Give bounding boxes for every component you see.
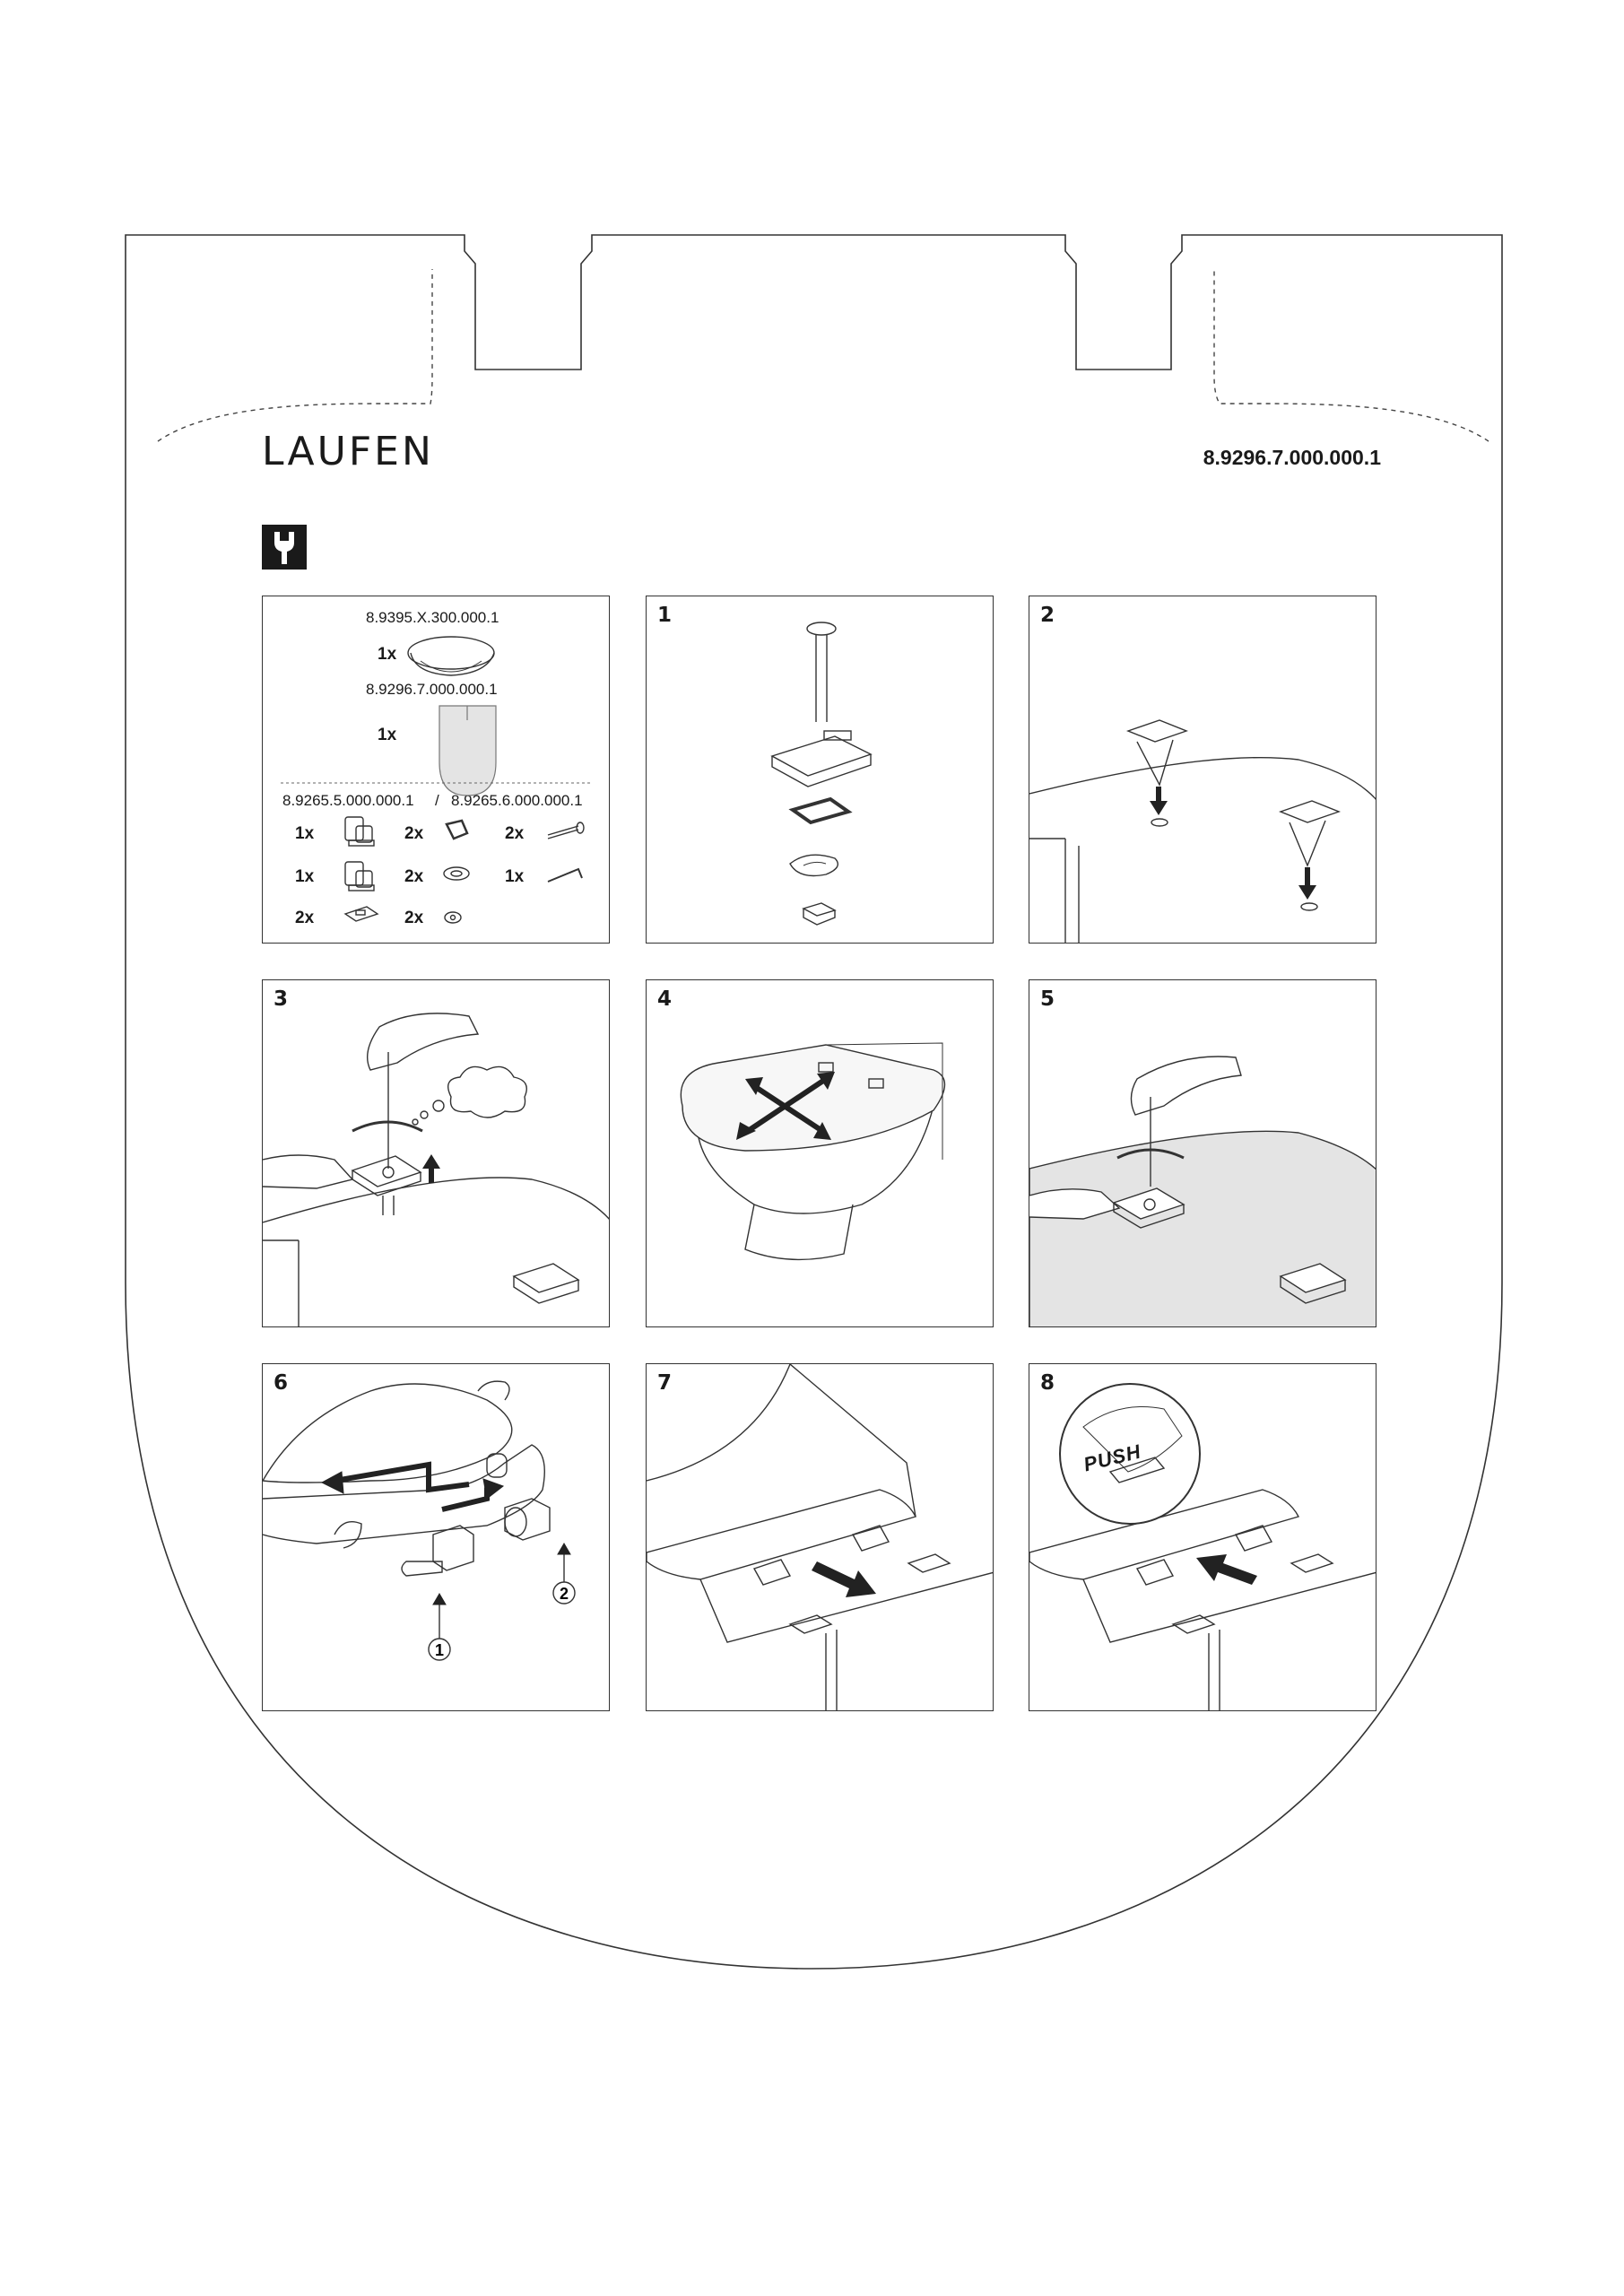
rotate-arrow-icon <box>1116 1148 1185 1160</box>
mounting-fixture-left <box>1125 719 1189 743</box>
allen-key-icon <box>547 867 583 883</box>
washer <box>789 854 838 877</box>
rotate-arrow-icon <box>352 1120 423 1133</box>
washer-icon <box>443 866 470 881</box>
item-qty: 2x <box>295 909 315 927</box>
cover-code: 8.9296.7.000.000.1 <box>366 681 498 698</box>
plate-right <box>1290 1553 1334 1573</box>
cover-qty: 1x <box>378 726 397 744</box>
step-1-illustration <box>770 622 873 926</box>
hinge-left <box>1135 1559 1175 1586</box>
plate-left <box>788 1614 833 1634</box>
hinge-right <box>851 1525 890 1552</box>
seat-and-cover-icon <box>407 636 495 676</box>
seat-qty: 1x <box>378 645 397 664</box>
step-3-illustration <box>263 1013 609 1326</box>
item-qty: 1x <box>505 867 525 886</box>
kit-code-b: 8.9265.6.000.000.1 <box>451 792 583 809</box>
step-8-panel: 8 PUSH <box>1029 1363 1376 1711</box>
marker-1: 1 <box>435 1641 444 1659</box>
toilet-surface <box>1029 757 1376 800</box>
hand-lower <box>1029 1188 1121 1220</box>
hinge-part-1 <box>432 1525 474 1571</box>
nut <box>802 902 837 917</box>
step-number: 4 <box>657 987 673 1011</box>
gasket-icon <box>445 819 469 840</box>
toilet-surface-shaded <box>1029 1130 1376 1326</box>
mounting-plate-detail <box>512 1263 580 1293</box>
step-number: 2 <box>1040 604 1055 627</box>
item-qty: 2x <box>404 909 424 927</box>
hinge-left <box>752 1559 792 1586</box>
hinge-right-icon <box>344 861 375 891</box>
step-8-illustration <box>1029 1383 1376 1710</box>
step-number: 5 <box>1040 987 1055 1011</box>
arrow-push-icon <box>1196 1554 1257 1585</box>
nut-icon <box>444 911 462 924</box>
hand-upper <box>367 1013 480 1071</box>
seat-cover-shape-icon <box>439 705 497 796</box>
step-4-panel: 4 <box>646 979 994 1327</box>
step-number: 8 <box>1040 1371 1055 1395</box>
hand-lower <box>263 1154 354 1189</box>
parts-list-panel: 8.9395.X.300.000.1 1x 8.9296.7.000.000.1… <box>262 596 610 944</box>
mounting-plate <box>351 1155 422 1187</box>
step-5-panel: 5 <box>1029 979 1376 1327</box>
parts-illustration <box>281 636 593 924</box>
step-number: 3 <box>274 987 289 1011</box>
arrow-pull-icon <box>812 1561 876 1597</box>
hinge-right <box>1234 1525 1273 1552</box>
plate-right <box>907 1553 951 1573</box>
down-arrow-icon <box>1150 787 1316 900</box>
seat-underside <box>263 1444 545 1544</box>
item-qty: 1x <box>295 867 315 886</box>
step-number: 7 <box>657 1371 673 1395</box>
item-qty: 2x <box>404 867 424 886</box>
laufen-logo: LAUFEN <box>262 429 434 474</box>
thought-bubble <box>447 1065 527 1118</box>
step-3-panel: 3 <box>262 979 610 1327</box>
step-7-illustration <box>647 1364 993 1710</box>
bolt-icon <box>547 822 585 839</box>
mounting-plate-icon <box>343 906 379 922</box>
gasket <box>788 796 853 825</box>
plate-left <box>1171 1614 1216 1634</box>
product-code: 8.9296.7.000.000.1 <box>1203 446 1381 469</box>
step-6-illustration: 1 2 <box>263 1380 576 1661</box>
seat-code: 8.9395.X.300.000.1 <box>366 609 499 626</box>
step-4-illustration <box>680 1042 946 1261</box>
wrench-icon <box>262 525 307 570</box>
bolt-shaft <box>815 634 828 722</box>
toilet-lid <box>680 1044 946 1152</box>
item-qty: 2x <box>404 824 424 843</box>
arrow-left-icon <box>334 1461 470 1493</box>
toilet-bowl <box>696 1096 934 1214</box>
hinge-part-2 <box>504 1498 551 1541</box>
hinge-pin <box>401 1561 443 1577</box>
marker-2: 2 <box>560 1585 569 1603</box>
item-qty: 2x <box>505 824 525 843</box>
kit-code-a: 8.9265.5.000.000.1 <box>282 792 414 809</box>
step-5-illustration <box>1029 1056 1376 1326</box>
bolt-head <box>806 622 837 636</box>
up-arrow-icon <box>422 1154 440 1183</box>
step-2-illustration <box>1029 719 1376 943</box>
item-qty: 1x <box>295 824 315 843</box>
hinge-left-icon <box>344 816 375 847</box>
mounting-fixture-right <box>1278 800 1342 823</box>
hand-upper <box>1130 1056 1242 1116</box>
step-number: 1 <box>657 604 673 627</box>
step-2-panel: 2 <box>1029 596 1376 944</box>
move-arrows-icon <box>743 1076 828 1135</box>
step-6-panel: 6 1 2 <box>262 1363 610 1711</box>
step-number: 6 <box>274 1371 289 1395</box>
step-7-panel: 7 <box>646 1363 994 1711</box>
step-1-panel: 1 <box>646 596 994 944</box>
seat-lid <box>647 1489 917 1580</box>
kit-separator: / <box>435 792 439 809</box>
toilet-surface <box>263 1177 609 1223</box>
